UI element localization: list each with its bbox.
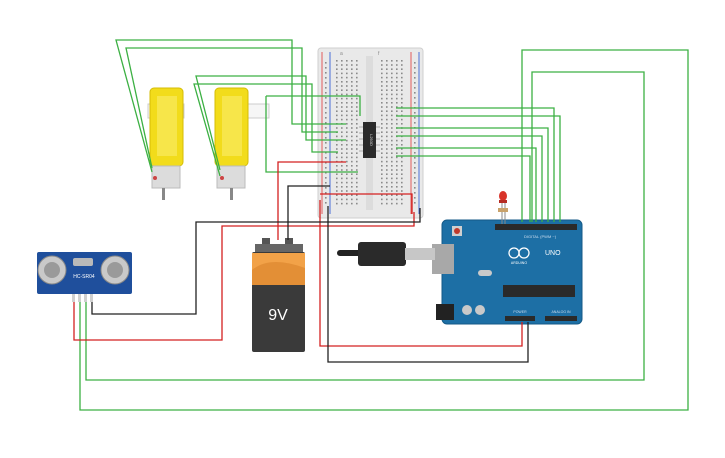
wire-red-1	[277, 161, 346, 240]
arduino-digital-label: DIGITAL (PWM ~)	[524, 234, 557, 239]
dc-motor-right[interactable]	[214, 87, 270, 200]
wire-green-11	[396, 147, 537, 222]
wire-green-3	[195, 75, 346, 171]
arduino-analog-label: ANALOG IN	[551, 310, 571, 314]
ultrasonic-sensor[interactable]: HC-SR04	[37, 252, 132, 302]
wire-green-sensor-2	[85, 71, 645, 381]
wire-black-2	[91, 208, 421, 315]
wire-red-2	[320, 193, 413, 214]
sensor-label: HC-SR04	[73, 274, 95, 280]
wires	[73, 39, 689, 411]
arduino-power-label: POWER	[513, 310, 527, 314]
battery-label: 9V	[268, 307, 288, 324]
wire-green-5	[265, 96, 358, 173]
breadboard-holes	[325, 60, 416, 205]
motor-driver-chip[interactable]: L293D	[359, 122, 380, 158]
wire-green-1	[115, 39, 346, 173]
chip-label: L293D	[369, 134, 374, 146]
arduino-board-label: UNO	[545, 250, 561, 257]
wire-green-sensor-1	[79, 49, 689, 411]
bb-letters-right: f	[378, 51, 380, 57]
bb-letters-left: a	[340, 51, 343, 57]
led[interactable]	[498, 191, 508, 224]
wire-red-4	[319, 200, 523, 347]
wire-black-3	[327, 206, 529, 363]
breadboard-letters-top: a f	[340, 51, 380, 57]
wire-green-2	[125, 47, 338, 169]
wire-green-10	[396, 135, 543, 222]
arduino-logo	[508, 247, 530, 259]
battery-9v[interactable]: 9V	[252, 238, 305, 352]
wire-red-3	[73, 212, 415, 341]
wire-green-12	[396, 155, 531, 222]
arduino-uno[interactable]: DIGITAL (PWM ~) UNO ARDUINO POWER ANALOG…	[432, 219, 583, 325]
wire-green-9	[396, 127, 549, 222]
arduino-brand-label: ARDUINO	[511, 261, 527, 265]
wire-green-6	[266, 95, 361, 116]
dc-motor-left[interactable]	[147, 87, 185, 200]
wire-green-7	[396, 107, 555, 222]
usb-cable	[337, 242, 435, 266]
wire-green-4	[193, 83, 338, 177]
wire-green-8	[396, 115, 561, 222]
